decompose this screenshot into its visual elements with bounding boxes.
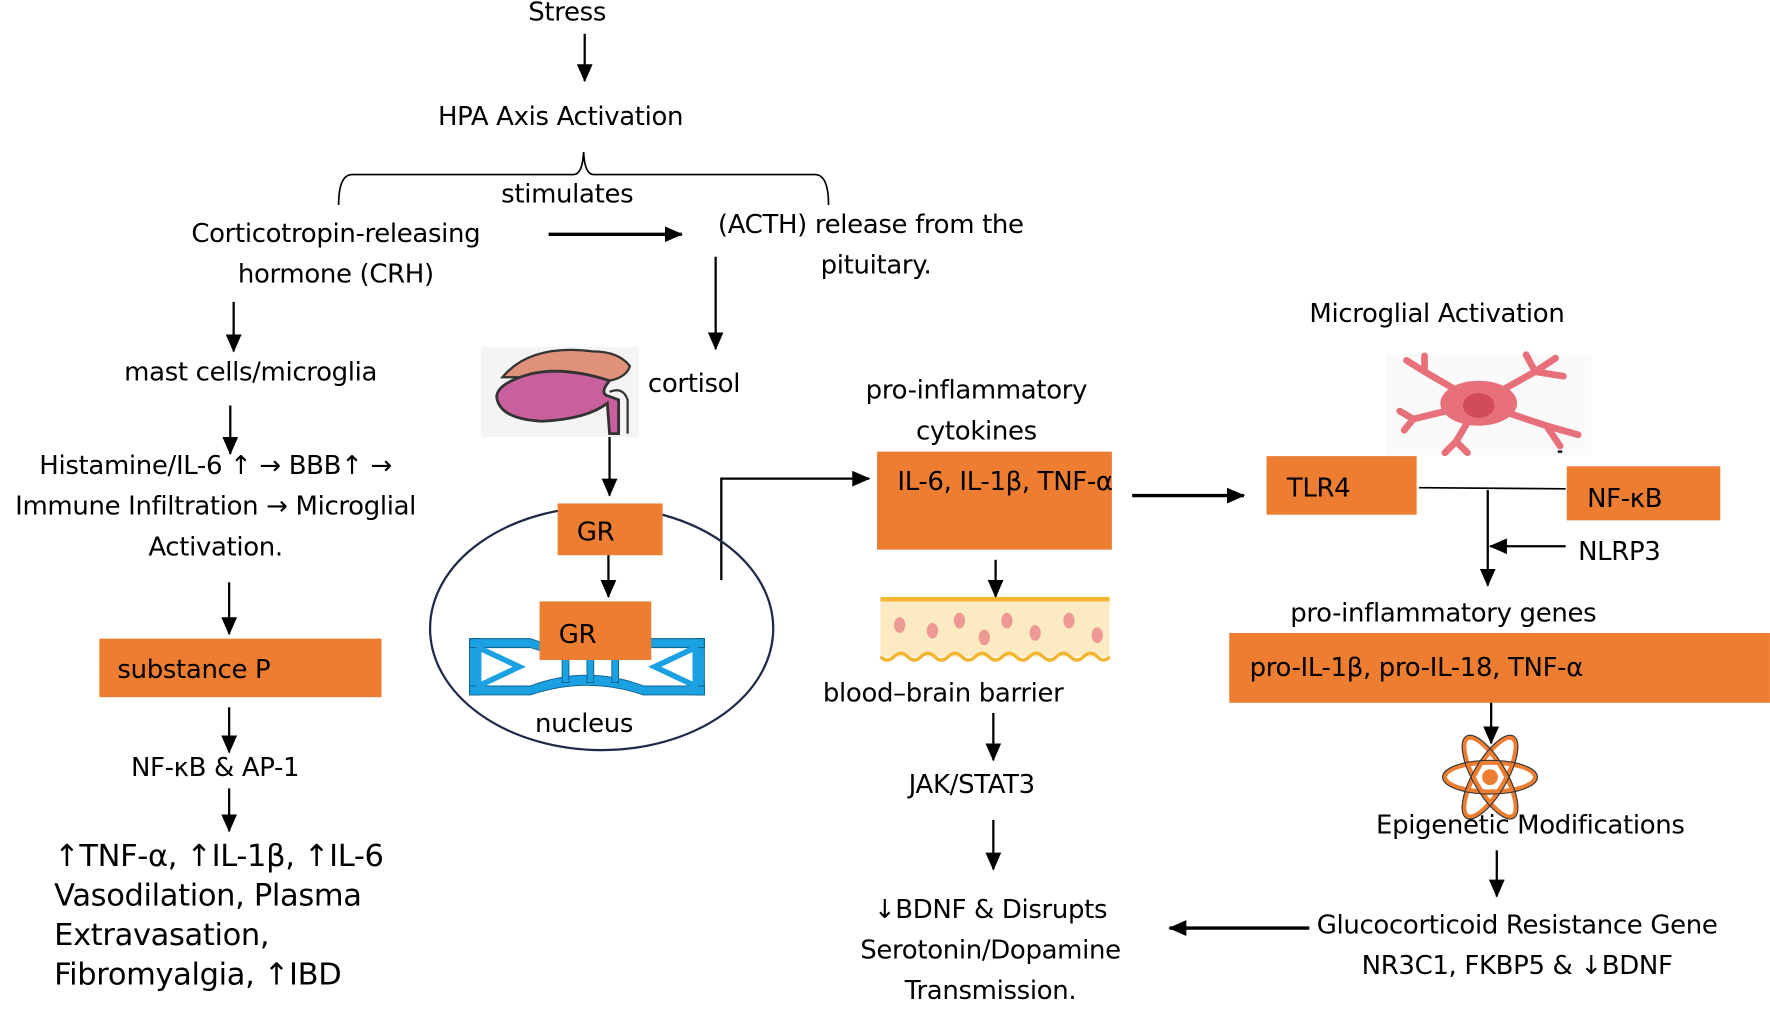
genes-header: pro-inflammatory genes — [1290, 599, 1597, 629]
gr-outer-label: GR — [576, 518, 615, 548]
tlr4-box: TLR4 — [1266, 456, 1417, 515]
nfkb-box: NF-κB — [1566, 466, 1721, 521]
mast-cells-label: mast cells/microglia — [124, 358, 378, 388]
crh-label: Corticotropin-releasing hormone (CRH) — [191, 219, 481, 290]
substance-p-box: substance P — [99, 638, 382, 698]
nucleus-label: nucleus — [535, 709, 634, 739]
acth-label-line2: pituitary. — [820, 251, 932, 281]
cortisol-label: cortisol — [647, 369, 741, 399]
gr-outer-box: GR — [557, 503, 663, 556]
cytokines-box: IL-6, IL-1β, TNF-α — [877, 451, 1113, 550]
genes-box: pro-IL-1β, pro-IL-18, TNF-α — [1229, 632, 1770, 703]
stimulates-label: stimulates — [501, 180, 634, 210]
nfkb-ap1-label: NF-κB & AP-1 — [130, 753, 300, 783]
tlr4-label: TLR4 — [1286, 474, 1351, 504]
histamine-cascade-label: Histamine/IL-6 ↑ → BBB↑ → Immune Infiltr… — [15, 451, 417, 563]
microglial-activation-header: Microglial Activation — [1309, 299, 1565, 329]
line-tlr4-nfkb — [1418, 486, 1566, 490]
gr-inner-label: GR — [558, 620, 597, 650]
genes-box-label: pro-IL-1β, pro-IL-18, TNF-α — [1249, 653, 1584, 683]
gc-resistance-label: Glucocorticoid Resistance Gene NR3C1, FK… — [1316, 911, 1718, 982]
acth-label-line1: (ACTH) release from the — [717, 210, 1024, 240]
microglia-icon — [1386, 351, 1592, 457]
gr-inner-box: GR — [539, 601, 652, 661]
substance-p-label: substance P — [117, 655, 271, 685]
bbb-label: blood–brain barrier — [822, 679, 1064, 709]
nlrp3-label: NLRP3 — [1578, 537, 1661, 567]
stress-label: Stress — [528, 0, 607, 28]
arrow-nucleus-cytokines — [720, 470, 871, 581]
cytokines-box-label: IL-6, IL-1β, TNF-α — [897, 467, 1113, 497]
bdnf-outcome-label: ↓BDNF & Disrupts Serotonin/Dopamine Tran… — [860, 895, 1121, 1006]
blood-brain-barrier-icon — [879, 596, 1111, 662]
brace-stimulates — [337, 152, 830, 205]
epigenetic-label: Epigenetic Modifications — [1376, 810, 1685, 841]
left-outcomes-label: ↑TNF-α, ↑IL-1β, ↑IL-6 Vasodilation, Plas… — [54, 839, 384, 993]
jak-stat3-label: JAK/STAT3 — [908, 770, 1035, 800]
nfkb-label: NF-κB — [1587, 484, 1663, 514]
cytokines-header: pro-inflammatory cytokines — [865, 376, 1088, 447]
hpa-axis-label: HPA Axis Activation — [437, 102, 684, 132]
atom-icon — [1442, 735, 1538, 820]
adrenal-kidney-icon — [480, 346, 639, 438]
